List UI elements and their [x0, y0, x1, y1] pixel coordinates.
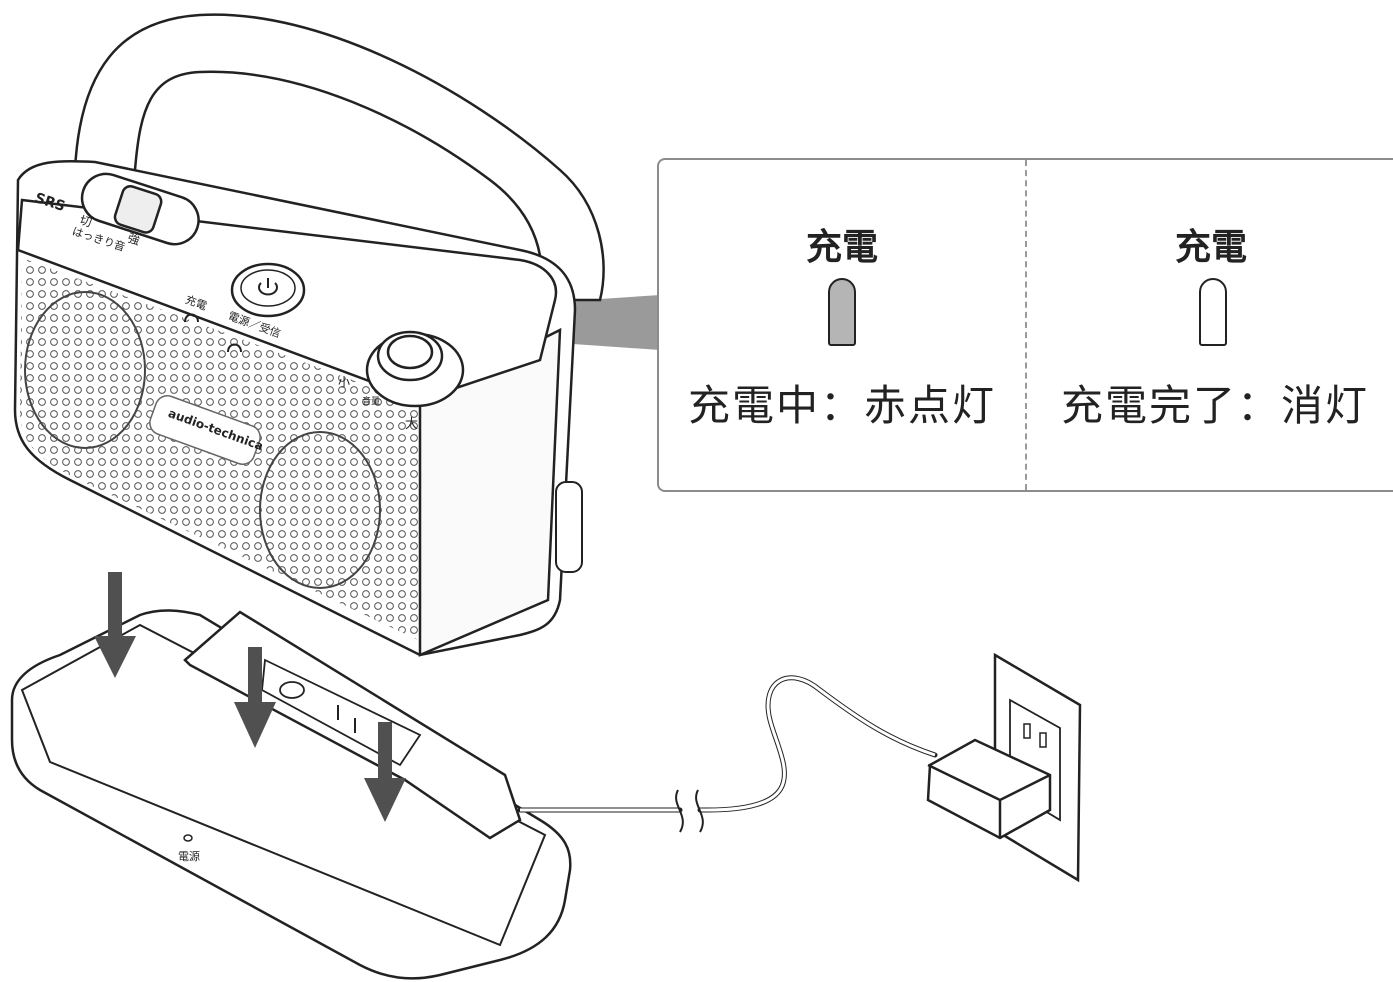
led-off-icon: [1199, 278, 1227, 346]
charged-panel: 充電 充電完了：消灯: [1027, 160, 1393, 490]
speaker-driver-right: [259, 431, 381, 589]
power-icon: [258, 278, 278, 296]
speaker-grill: audio-technica: [20, 258, 420, 640]
side-jack: [555, 481, 583, 573]
charge-led: [184, 313, 199, 323]
down-arrow-icon: [364, 722, 406, 822]
switch-label-off: 切: [78, 213, 94, 230]
brand-plate: [149, 395, 261, 465]
led-lit-icon: [828, 278, 856, 346]
volume-small-label: 小: [338, 375, 350, 389]
dock-power-label: 電源: [178, 849, 200, 863]
down-arrow-icon: [234, 647, 276, 748]
indicator-leds: [184, 313, 242, 353]
charging-dock: [10, 609, 572, 980]
power-plug-icon: [926, 738, 1052, 840]
charging-panel: 充電 充電中：赤点灯: [659, 160, 1025, 490]
power-led: [227, 343, 242, 353]
speaker-driver-left: [24, 291, 146, 449]
switch-label-strong: 強: [126, 231, 142, 248]
dock-power-led: [183, 834, 193, 842]
callout-divider: [1025, 160, 1027, 490]
clarity-switch[interactable]: [76, 168, 205, 251]
down-arrow-icon: [94, 572, 136, 678]
charge-indicator-callout: 充電 充電中：赤点灯 充電 充電完了：消灯: [657, 158, 1393, 492]
volume-large-label: 大: [405, 417, 418, 432]
cable-break-mark: [675, 789, 704, 833]
volume-knob[interactable]: [365, 330, 465, 408]
charged-panel-title: 充電: [1175, 227, 1248, 268]
charged-status: 充電完了：消灯: [1061, 381, 1370, 430]
charging-panel-title: 充電: [805, 227, 878, 268]
power-cable: [517, 675, 938, 813]
volume-label: 音量: [362, 395, 380, 407]
charging-status: 充電中：赤点灯: [687, 381, 996, 430]
down-arrows: [94, 572, 406, 822]
power-button[interactable]: [230, 262, 306, 318]
